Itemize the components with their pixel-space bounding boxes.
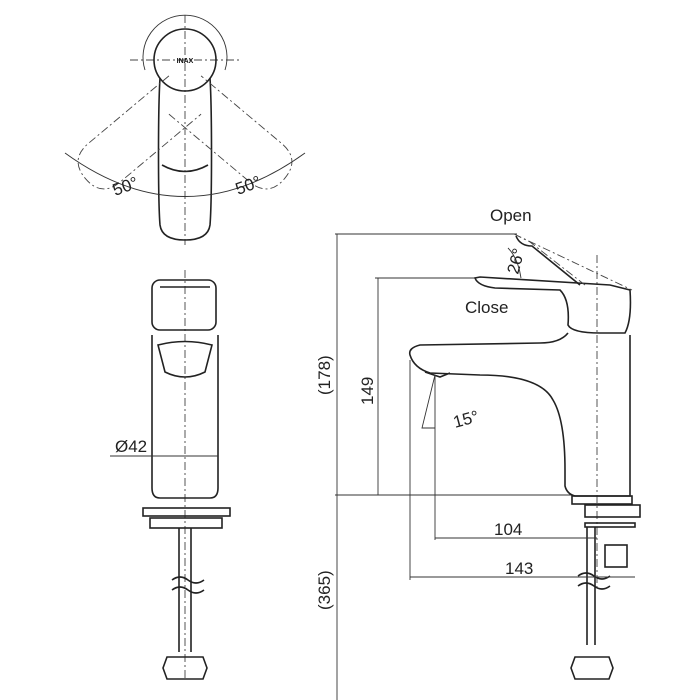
lever-angle-arc <box>507 247 522 279</box>
side-base-plate <box>584 504 641 518</box>
close-label: Close <box>465 298 508 317</box>
total-height-label: (178) <box>315 355 334 395</box>
handle-inner-edge <box>161 164 209 173</box>
handle-head <box>153 28 217 92</box>
handle-ghost-right <box>168 75 293 190</box>
front-spout-opening <box>157 340 213 378</box>
side-hose-nut-bottom <box>570 656 614 680</box>
hose-break-mark <box>171 576 205 594</box>
open-label: Open <box>490 206 532 225</box>
lever-angle-label: 26° <box>504 246 529 276</box>
spout-body <box>408 332 631 497</box>
angle-right-label: 50° <box>233 172 264 199</box>
front-base-plate <box>142 507 231 517</box>
side-base <box>571 495 633 505</box>
front-body <box>151 335 219 499</box>
front-view: Ø42 <box>110 270 231 680</box>
spout-height-label: 149 <box>358 377 377 405</box>
top-view: INAX 50° 50° <box>64 14 306 245</box>
side-hose-nut <box>604 544 628 568</box>
handle-ghost-left <box>77 75 202 190</box>
brand-logo: INAX <box>177 58 194 65</box>
side-view: Open Close 26° 15° (178) 149 (365) 104 1… <box>315 206 641 700</box>
angle-arc <box>64 152 306 197</box>
front-handle <box>151 279 217 331</box>
spout-angle-label: 15° <box>451 407 481 432</box>
spout-angle-lines <box>421 374 436 429</box>
hose-length-label: (365) <box>315 570 334 610</box>
overall-depth-label: 143 <box>505 559 533 578</box>
outer-escutcheon-arc <box>142 14 228 71</box>
side-hose-break-mark <box>577 572 611 590</box>
front-hose-nut <box>162 656 208 680</box>
spout-reach-label: 104 <box>494 520 522 539</box>
diameter-label: Ø42 <box>115 437 147 456</box>
aerator <box>424 371 451 378</box>
front-washer <box>149 517 223 529</box>
handle-body <box>157 77 213 241</box>
lever-open <box>513 233 633 291</box>
lever-open-edge <box>515 235 581 286</box>
lever-closed <box>473 276 632 334</box>
angle-left-label: 50° <box>110 173 141 200</box>
side-washer <box>584 522 636 528</box>
